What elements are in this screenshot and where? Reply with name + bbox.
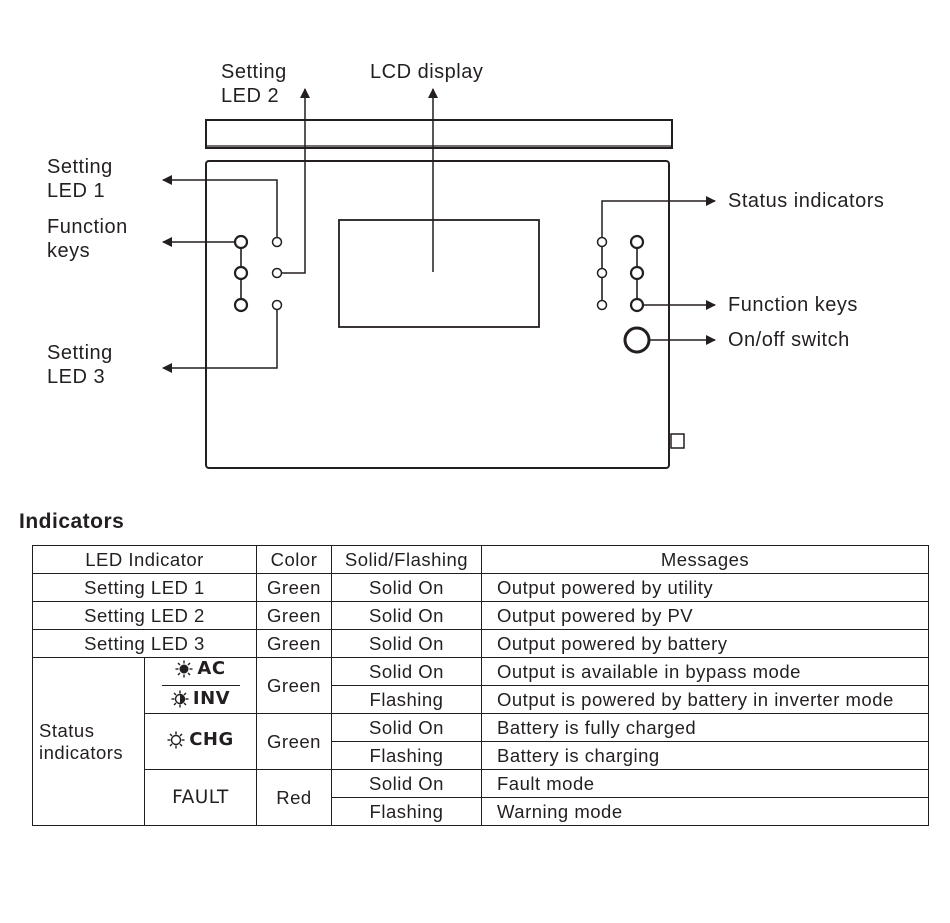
function-key-right-3[interactable] [629,297,645,313]
arrow-setting-led-3 [162,310,278,373]
header-solid-flashing: Solid/Flashing [331,545,482,574]
label-setting-led-3: Setting LED 3 [47,342,113,388]
status-led-1 [596,236,608,248]
color-cell: Green [256,629,332,658]
label-function-keys-left: Function keys [47,216,128,262]
header-led-indicator: LED Indicator [32,545,257,574]
header-messages: Messages [481,545,929,574]
color-cell: Green [256,657,332,714]
indicator-cell: Setting LED 3 [32,629,257,658]
device-top-lid [205,119,673,149]
label-status-indicators: Status indicators [728,190,885,212]
mode-cell: Solid On [331,573,482,602]
status-led-3 [596,299,608,311]
message-cell: Fault mode [481,769,929,798]
mode-cell: Flashing [331,797,482,826]
function-key-right-1[interactable] [629,234,645,250]
mode-cell: Solid On [331,713,482,742]
mode-cell: Solid On [331,601,482,630]
label-function-keys-right: Function keys [728,294,858,316]
label-onoff-switch: On/off switch [728,329,850,351]
function-key-right-2[interactable] [629,265,645,281]
message-cell: Warning mode [481,797,929,826]
message-cell: Battery is fully charged [481,713,929,742]
table-row: CHG Green Solid On Battery is fully char… [33,713,929,770]
status-indicators-cell: Status indicators [32,657,145,826]
color-cell: Green [256,713,332,770]
label-setting-led-1: Setting LED 1 [47,156,113,202]
header-color: Color [256,545,332,574]
table-row: Flashing Warning mode [33,797,929,826]
ac-inv-icon-cell: AC INV [144,657,257,714]
message-cell: Battery is charging [481,741,929,770]
label-lcd-display: LCD display [370,61,484,83]
table-row: Flashing Output is powered by battery in… [33,685,929,714]
setting-led-1 [271,236,283,248]
inv-label: INV [192,688,231,709]
mode-cell: Flashing [331,685,482,714]
table-row: Setting LED 3 Green Solid On Output powe… [32,629,929,658]
mode-cell: Flashing [331,741,482,770]
arrow-setting-led-2 [282,88,310,274]
lcd-display-screen [338,219,540,328]
sun-filled-icon [175,660,193,678]
sun-outline-icon [167,731,185,749]
onoff-switch[interactable] [623,326,651,354]
function-key-left-2[interactable] [233,265,249,281]
icon-divider [161,685,240,686]
setting-led-2 [271,267,283,279]
mode-cell: Solid On [331,657,482,686]
indicator-cell: Setting LED 1 [32,573,257,602]
message-cell: Output powered by battery [481,629,929,658]
function-key-left-3[interactable] [233,297,249,313]
mode-cell: Solid On [331,629,482,658]
front-panel-diagram [162,88,716,469]
chg-label: CHG [189,729,234,750]
table-row: FAULT Red Solid On Fault mode [33,769,929,826]
color-cell: Red [256,769,332,826]
message-cell: Output powered by PV [481,601,929,630]
color-cell: Green [256,573,332,602]
mode-cell: Solid On [331,769,482,798]
label-setting-led-2: Setting LED 2 [221,61,287,107]
indicators-title: Indicators [19,510,125,533]
arrow-status-indicators [601,196,716,237]
color-cell: Green [256,601,332,630]
message-cell: Output is available in bypass mode [481,657,929,686]
fault-label: FAULT [144,769,257,826]
table-row: Status indicators AC [32,657,929,826]
indicators-table: LED Indicator Color Solid/Flashing Messa… [32,545,929,826]
function-key-left-1[interactable] [233,234,249,250]
ac-label: AC [197,658,226,679]
sun-half-icon [171,690,189,708]
arrow-setting-led-1 [162,175,278,237]
table-header-row: LED Indicator Color Solid/Flashing Messa… [32,545,929,574]
message-cell: Output powered by utility [481,573,929,602]
device-body [205,160,670,469]
side-port [670,433,685,449]
table-row: Setting LED 1 Green Solid On Output powe… [32,573,929,602]
setting-led-3 [271,299,283,311]
chg-icon-cell: CHG [144,713,257,770]
status-led-2 [596,267,608,279]
indicator-cell: Setting LED 2 [32,601,257,630]
table-row: Setting LED 2 Green Solid On Output powe… [32,601,929,630]
message-cell: Output is powered by battery in inverter… [481,685,929,714]
